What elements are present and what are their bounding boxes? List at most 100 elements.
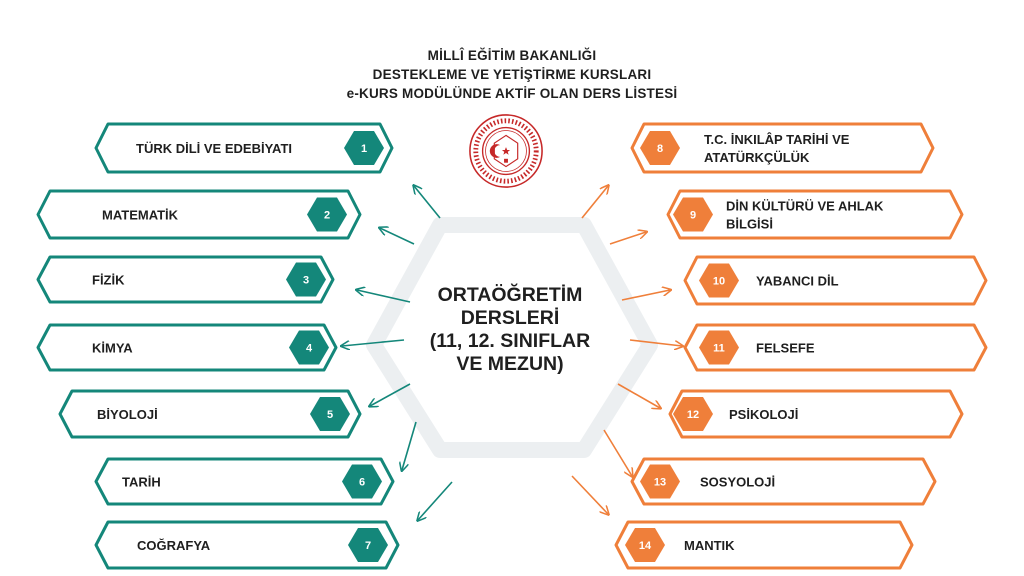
number-badge-label: 13 bbox=[654, 477, 666, 489]
course-item-1: 1 TÜRK DİLİ VE EDEBİYATI bbox=[94, 122, 394, 174]
course-frame bbox=[58, 389, 362, 439]
page-header: MİLLÎ EĞİTİM BAKANLIĞI DESTEKLEME VE YET… bbox=[0, 46, 1024, 103]
course-item-7: 7 COĞRAFYA bbox=[94, 520, 400, 570]
center-title-line: ORTAÖĞRETİM bbox=[437, 284, 583, 306]
number-badge bbox=[673, 397, 713, 431]
header-title-courses: DESTEKLEME VE YETİŞTİRME KURSLARI bbox=[372, 67, 652, 82]
course-item-11: 11 FELSEFE bbox=[683, 323, 988, 372]
number-badge bbox=[307, 197, 347, 232]
arrow-left bbox=[418, 481, 453, 520]
number-badge bbox=[348, 528, 388, 562]
header-title-list: e-KURS MODÜLÜNDE AKTİF OLAN DERS LİSTESİ bbox=[346, 86, 678, 101]
number-badge bbox=[342, 464, 382, 499]
course-label: BİLGİSİ bbox=[726, 217, 773, 232]
number-badge bbox=[673, 197, 713, 232]
left-course-list: 1 TÜRK DİLİ VE EDEBİYATI 2 MATEMATİK 3 FİZİK 4… bbox=[36, 122, 400, 570]
number-badge-label: 2 bbox=[324, 210, 330, 222]
number-badge bbox=[625, 528, 665, 562]
course-item-4: 4 KİMYA bbox=[36, 323, 338, 372]
center-title-line: (11, 12. SINIFLAR bbox=[429, 330, 591, 352]
course-item-12: 12 PSİKOLOJİ bbox=[668, 389, 964, 439]
course-frame bbox=[36, 189, 362, 240]
number-badge bbox=[640, 464, 680, 499]
course-label: ATATÜRKÇÜLÜK bbox=[704, 150, 810, 165]
arrow-right bbox=[603, 429, 632, 476]
arrow-right bbox=[629, 339, 682, 346]
number-badge-label: 9 bbox=[690, 210, 696, 222]
connector-arrows bbox=[342, 186, 682, 520]
number-badge bbox=[286, 262, 326, 297]
course-label: DİN KÜLTÜRÜ VE AHLAK bbox=[726, 199, 884, 214]
course-frame bbox=[614, 520, 914, 570]
course-frame bbox=[94, 457, 395, 506]
number-badge-label: 5 bbox=[327, 409, 333, 421]
course-label: KİMYA bbox=[92, 341, 133, 356]
course-frame bbox=[94, 122, 394, 174]
center-title: ORTAÖĞRETİM DERSLERİ (11, 12. SINIFLAR V… bbox=[395, 284, 625, 376]
ministry-logo bbox=[469, 114, 543, 188]
number-badge-label: 3 bbox=[303, 275, 309, 287]
course-frame bbox=[36, 255, 335, 304]
number-badge-label: 8 bbox=[657, 143, 663, 155]
course-frame bbox=[666, 189, 964, 240]
course-label: COĞRAFYA bbox=[137, 538, 211, 553]
number-badge bbox=[699, 330, 739, 365]
course-frame bbox=[683, 255, 988, 306]
course-label: SOSYOLOJİ bbox=[700, 475, 775, 490]
number-badge-label: 7 bbox=[365, 540, 371, 552]
course-item-6: 6 TARİH bbox=[94, 457, 395, 506]
course-label: TÜRK DİLİ VE EDEBİYATI bbox=[136, 141, 292, 156]
arrow-right bbox=[621, 290, 670, 301]
course-frame bbox=[630, 457, 937, 506]
course-frame bbox=[683, 323, 988, 372]
center-hexagon bbox=[366, 217, 658, 458]
arrow-left bbox=[357, 290, 411, 303]
course-label: PSİKOLOJİ bbox=[729, 407, 798, 422]
arrow-left bbox=[414, 186, 441, 219]
course-item-5: 5 BİYOLOJİ bbox=[58, 389, 362, 439]
course-item-10: 10 YABANCI DİL bbox=[683, 255, 988, 306]
course-label: FİZİK bbox=[92, 273, 125, 288]
header-title-ministry: MİLLÎ EĞİTİM BAKANLIĞI bbox=[427, 48, 597, 63]
course-frame bbox=[36, 323, 338, 372]
course-item-2: 2 MATEMATİK bbox=[36, 189, 362, 240]
number-badge-label: 12 bbox=[687, 409, 699, 421]
number-badge-label: 4 bbox=[306, 343, 313, 355]
course-label: YABANCI DİL bbox=[756, 274, 839, 289]
course-label: TARİH bbox=[122, 475, 161, 490]
arrow-right bbox=[609, 232, 646, 245]
center-title-line: DERSLERİ bbox=[460, 307, 560, 329]
number-badge-label: 14 bbox=[639, 540, 652, 552]
arrow-left bbox=[380, 228, 415, 245]
arrow-left bbox=[342, 339, 405, 346]
course-label: FELSEFE bbox=[756, 341, 815, 356]
arrow-right bbox=[571, 475, 608, 514]
course-item-3: 3 FİZİK bbox=[36, 255, 335, 304]
number-badge-label: 10 bbox=[713, 276, 725, 288]
course-label: T.C. İNKILÂP TARİHİ VE bbox=[704, 132, 850, 147]
course-frame bbox=[630, 122, 935, 174]
arrow-right bbox=[581, 186, 608, 219]
course-item-14: 14 MANTIK bbox=[614, 520, 914, 570]
number-badge bbox=[344, 131, 384, 165]
right-course-list: 8 T.C. İNKILÂP TARİHİ VE ATATÜRKÇÜLÜK 9 DİN … bbox=[614, 122, 988, 570]
course-item-13: 13 SOSYOLOJİ bbox=[630, 457, 937, 506]
arrow-left bbox=[370, 383, 411, 406]
number-badge-label: 11 bbox=[713, 343, 725, 355]
number-badge bbox=[699, 263, 739, 298]
course-label: BİYOLOJİ bbox=[97, 407, 158, 422]
number-badge-label: 1 bbox=[361, 143, 367, 155]
course-label: MATEMATİK bbox=[102, 208, 179, 223]
number-badge bbox=[289, 330, 329, 365]
arrow-left bbox=[402, 421, 417, 470]
center-title-line: VE MEZUN) bbox=[456, 353, 564, 375]
course-item-8: 8 T.C. İNKILÂP TARİHİ VE ATATÜRKÇÜLÜK bbox=[630, 122, 935, 174]
arrow-right bbox=[617, 383, 660, 408]
course-label: MANTIK bbox=[684, 538, 735, 553]
number-badge-label: 6 bbox=[359, 477, 365, 489]
course-frame bbox=[668, 389, 964, 439]
number-badge bbox=[310, 397, 350, 431]
number-badge bbox=[640, 131, 680, 165]
course-item-9: 9 DİN KÜLTÜRÜ VE AHLAK BİLGİSİ bbox=[666, 189, 964, 240]
